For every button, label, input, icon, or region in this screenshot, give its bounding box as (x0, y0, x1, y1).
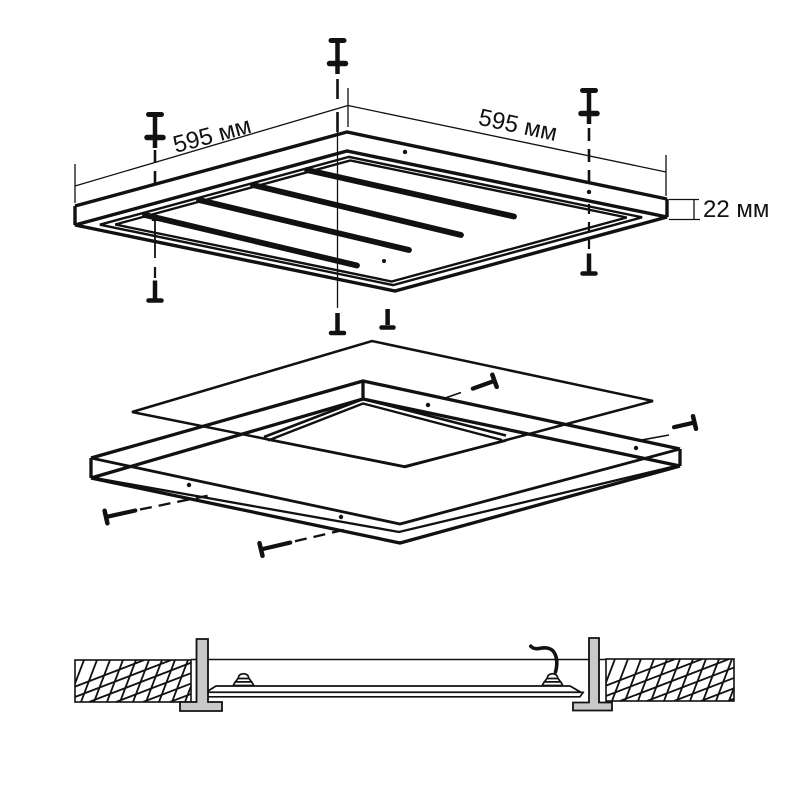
svg-text:22 мм: 22 мм (703, 196, 769, 223)
